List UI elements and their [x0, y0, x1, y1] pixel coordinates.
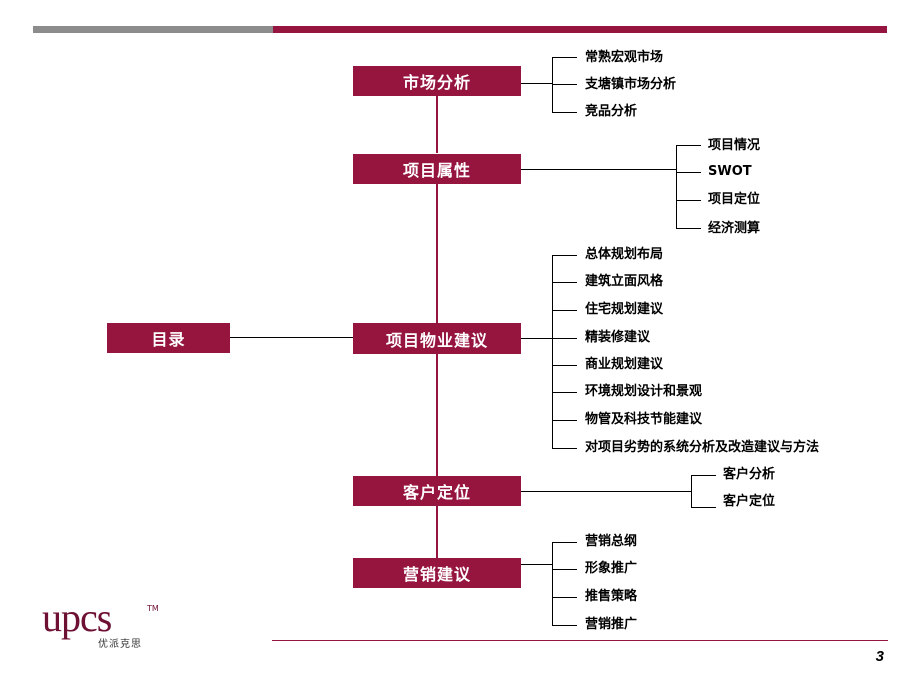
branch-tick	[552, 282, 577, 283]
section-box-attributes[interactable]: 项目属性	[353, 154, 521, 184]
branch-tick	[676, 145, 701, 146]
spine-3	[436, 354, 438, 476]
spine-1	[436, 96, 438, 153]
section-box-market[interactable]: 市场分析	[353, 66, 521, 96]
spine-2	[436, 184, 438, 323]
leaf-item[interactable]: 客户定位	[723, 494, 776, 509]
branch-tick	[552, 597, 577, 598]
branch-vertical	[552, 542, 553, 626]
section-label: 客户定位	[402, 483, 471, 502]
leaf-item[interactable]: 环境规划设计和景观	[585, 384, 703, 399]
top-bar-gray	[33, 26, 273, 33]
leaf-item[interactable]: 支塘镇市场分析	[585, 77, 677, 92]
branch-tick	[552, 392, 577, 393]
branch-tick	[552, 255, 577, 256]
section-label: 项目属性	[402, 161, 471, 180]
leaf-item[interactable]: 形象推广	[585, 561, 638, 576]
branch-tick	[691, 475, 716, 476]
root-box[interactable]: 目录	[107, 323, 230, 353]
top-bar-red	[273, 26, 887, 33]
section-label: 市场分析	[402, 73, 471, 92]
leaf-item[interactable]: 客户分析	[723, 467, 776, 482]
branch-tick	[552, 569, 577, 570]
logo-trademark: TM	[147, 604, 159, 613]
leaf-item[interactable]: 物管及科技节能建议	[585, 412, 703, 427]
leaf-item[interactable]: 住宅规划建议	[585, 302, 664, 317]
branch-tick	[552, 365, 577, 366]
leaf-item[interactable]: 常熟宏观市场	[585, 50, 664, 65]
branch-tick	[552, 625, 577, 626]
branch-tick	[552, 542, 577, 543]
leaf-item[interactable]: 推售策略	[585, 589, 638, 604]
page-number: 3	[875, 648, 884, 665]
leaf-item[interactable]: 项目定位	[708, 192, 761, 207]
branch-vertical	[691, 475, 692, 507]
leaf-item[interactable]: 经济测算	[708, 221, 761, 236]
company-logo: upcs TM 优派克思	[42, 596, 172, 656]
branch-tick	[552, 310, 577, 311]
branch-tick	[676, 172, 701, 173]
section-label: 营销建议	[402, 565, 471, 584]
leaf-item[interactable]: 营销推广	[585, 617, 638, 632]
branch-tick	[691, 507, 716, 508]
leaf-item[interactable]: SWOT	[708, 164, 752, 179]
section-box-property[interactable]: 项目物业建议	[353, 323, 521, 354]
branch-stem	[521, 491, 692, 492]
branch-stem	[521, 169, 677, 170]
leaf-item[interactable]: 项目情况	[708, 138, 761, 153]
leaf-item[interactable]: 营销总纲	[585, 534, 638, 549]
leaf-item[interactable]: 精装修建议	[585, 330, 651, 345]
branch-tick	[552, 448, 577, 449]
branch-stem	[521, 564, 553, 565]
branch-vertical	[552, 255, 553, 448]
branch-stem	[521, 83, 553, 84]
leaf-item[interactable]: 商业规划建议	[585, 357, 664, 372]
root-label: 目录	[151, 330, 186, 349]
leaf-item[interactable]: 建筑立面风格	[585, 274, 664, 289]
spine-4	[436, 506, 438, 558]
root-connector	[230, 337, 353, 338]
branch-tick	[552, 338, 577, 339]
logo-wordmark: upcs	[42, 595, 112, 640]
branch-stem	[521, 338, 553, 339]
section-label: 项目物业建议	[385, 330, 488, 350]
branch-tick	[552, 84, 577, 85]
leaf-item[interactable]: 竞品分析	[585, 104, 638, 119]
branch-tick	[552, 420, 577, 421]
branch-tick	[552, 57, 577, 58]
bottom-rule	[272, 640, 888, 641]
leaf-item[interactable]: 总体规划布局	[585, 247, 664, 262]
branch-tick	[552, 112, 577, 113]
branch-vertical	[676, 145, 677, 228]
section-box-marketing[interactable]: 营销建议	[353, 558, 521, 588]
branch-tick	[676, 228, 701, 229]
logo-chinese-name: 优派克思	[98, 639, 142, 650]
branch-tick	[676, 200, 701, 201]
section-box-customer[interactable]: 客户定位	[353, 476, 521, 506]
leaf-item[interactable]: 对项目劣势的系统分析及改造建议与方法	[585, 440, 820, 455]
